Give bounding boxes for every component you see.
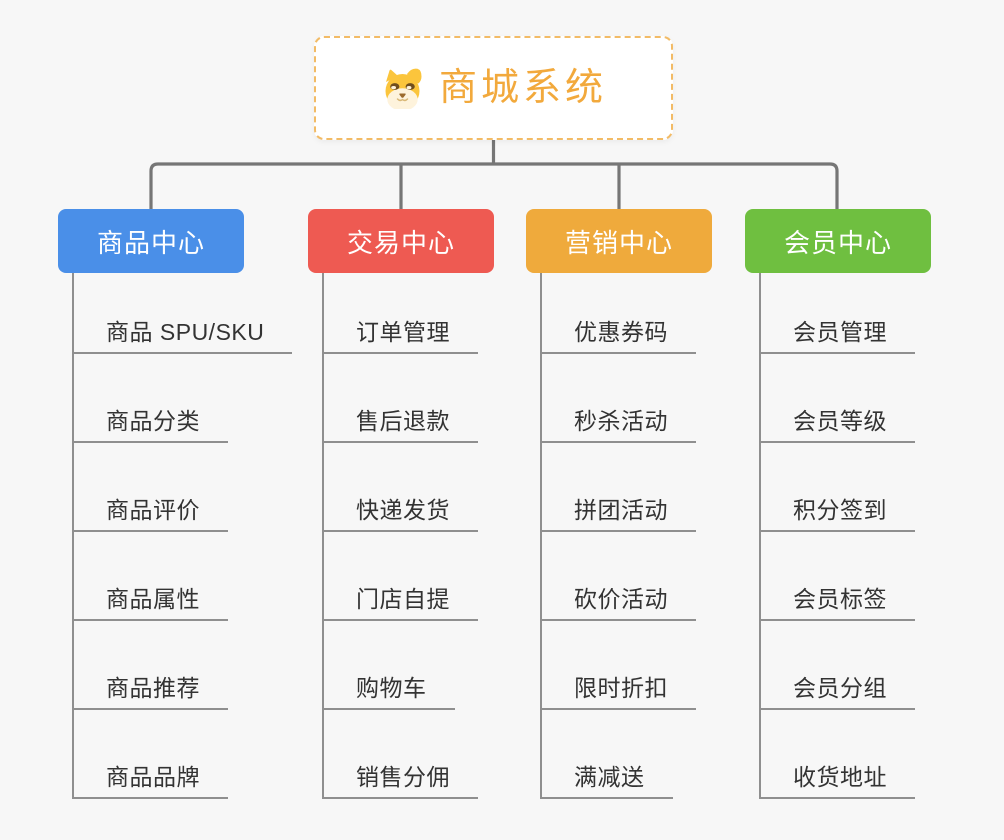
branch-trunk-line <box>322 273 324 799</box>
leaf-topic[interactable]: 限时折扣 <box>540 673 696 710</box>
branch-node[interactable]: 交易中心 <box>308 209 494 273</box>
leaf-topic[interactable]: 拼团活动 <box>540 495 696 532</box>
leaf-topic[interactable]: 优惠券码 <box>540 317 696 354</box>
leaf-topic[interactable]: 商品 SPU/SKU <box>72 317 293 354</box>
leaf-topic[interactable]: 秒杀活动 <box>540 406 696 443</box>
dog-face-icon <box>380 67 426 109</box>
branch-node-label: 营销中心 <box>564 227 673 258</box>
branch-node[interactable]: 商品中心 <box>58 209 244 273</box>
branch-node-label: 商品中心 <box>96 227 205 258</box>
branch-node[interactable]: 会员中心 <box>745 209 931 273</box>
leaf-topic[interactable]: 砍价活动 <box>540 584 696 621</box>
leaf-topic[interactable]: 满减送 <box>540 762 673 799</box>
leaf-topic[interactable]: 商品品牌 <box>72 762 228 799</box>
branch-node-label: 会员中心 <box>783 227 892 258</box>
branch-trunk-line <box>72 273 74 799</box>
root-topic[interactable]: 商城系统 <box>314 36 673 140</box>
leaf-topic[interactable]: 快递发货 <box>322 495 478 532</box>
leaf-topic[interactable]: 商品属性 <box>72 584 228 621</box>
leaf-topic[interactable]: 会员管理 <box>759 317 915 354</box>
branch-trunk-line <box>540 273 542 799</box>
leaf-topic[interactable]: 商品分类 <box>72 406 228 443</box>
root-topic-label: 商城系统 <box>438 67 607 109</box>
tree-connector <box>149 140 839 210</box>
leaf-topic[interactable]: 会员分组 <box>759 673 915 710</box>
leaf-topic[interactable]: 门店自提 <box>322 584 478 621</box>
leaf-topic[interactable]: 积分签到 <box>759 495 915 532</box>
branch-node-label: 交易中心 <box>346 227 455 258</box>
leaf-topic[interactable]: 商品评价 <box>72 495 228 532</box>
leaf-topic[interactable]: 销售分佣 <box>322 762 478 799</box>
leaf-topic[interactable]: 会员等级 <box>759 406 915 443</box>
leaf-topic[interactable]: 售后退款 <box>322 406 478 443</box>
leaf-topic[interactable]: 商品推荐 <box>72 673 228 710</box>
branch-node[interactable]: 营销中心 <box>526 209 712 273</box>
leaf-topic[interactable]: 收货地址 <box>759 762 915 799</box>
leaf-topic[interactable]: 购物车 <box>322 673 455 710</box>
leaf-topic[interactable]: 会员标签 <box>759 584 915 621</box>
branch-trunk-line <box>759 273 761 799</box>
leaf-topic[interactable]: 订单管理 <box>322 317 478 354</box>
